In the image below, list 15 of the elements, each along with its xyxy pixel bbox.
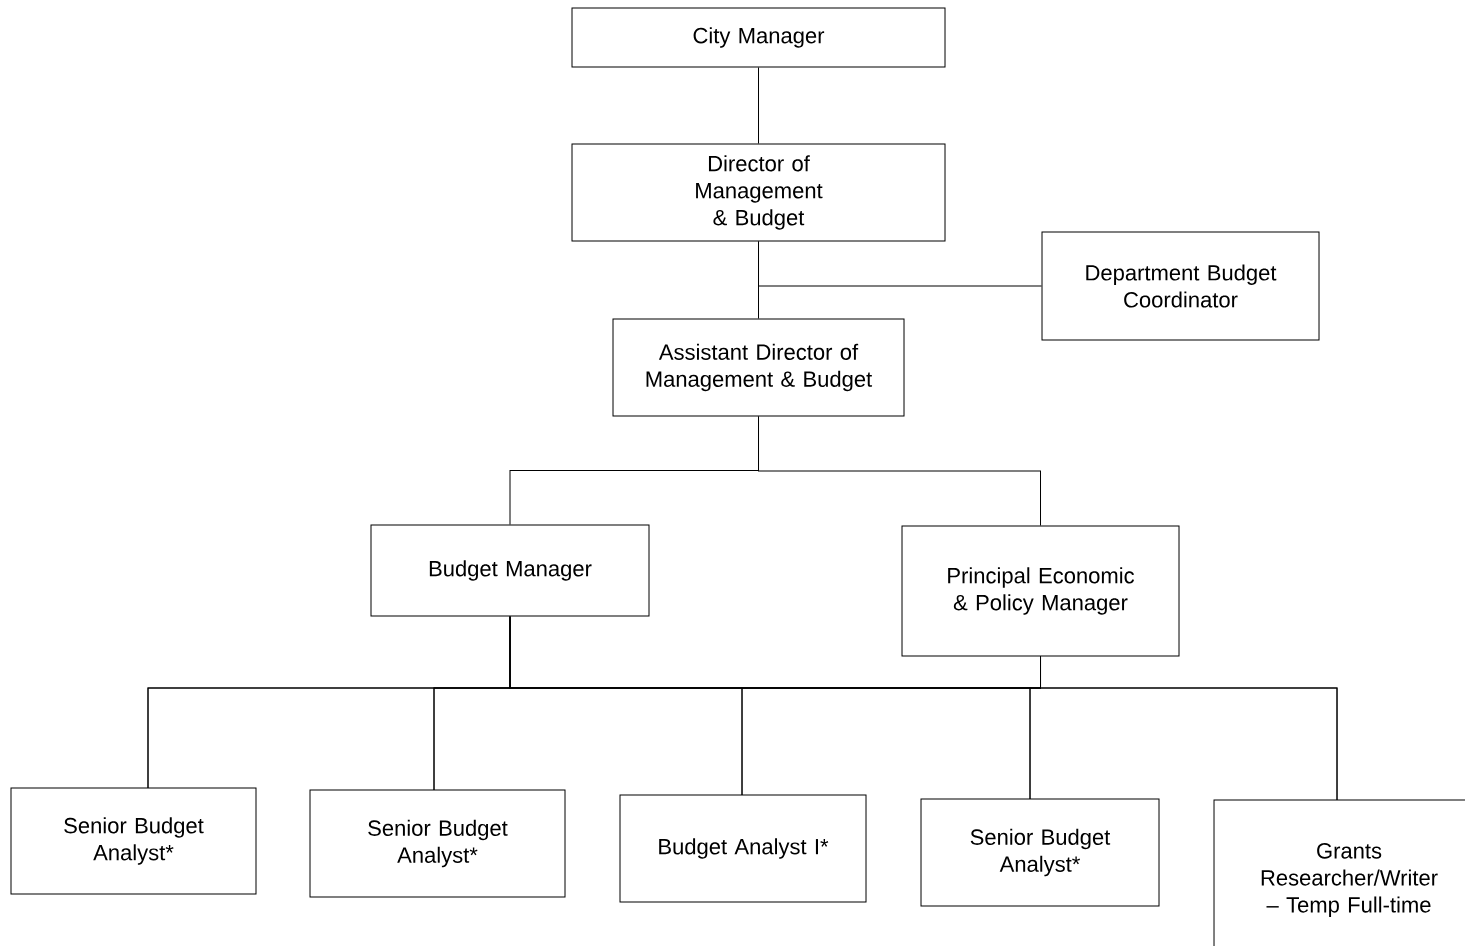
connector-line <box>758 67 759 144</box>
position-box: Principal Economic & Policy Manager <box>901 525 1180 657</box>
position-box: Budget Analyst I* <box>619 794 867 903</box>
position-box: Budget Manager <box>370 524 650 617</box>
position-box: Grants Researcher/Writer – Temp Full-time <box>1213 799 1465 946</box>
position-box: Senior Budget Analyst* <box>309 789 566 898</box>
connector-line <box>758 241 1042 287</box>
position-box: Assistant Director of Management & Budget <box>612 318 905 417</box>
position-box: Director of Management & Budget <box>571 143 946 242</box>
position-box: City Manager <box>571 7 946 68</box>
position-box: Senior Budget Analyst* <box>10 787 257 895</box>
connector-line <box>1040 656 1338 801</box>
position-box: Senior Budget Analyst* <box>920 798 1160 907</box>
connector-line <box>758 416 1041 526</box>
position-box: Department Budget Coordinator <box>1041 231 1320 341</box>
